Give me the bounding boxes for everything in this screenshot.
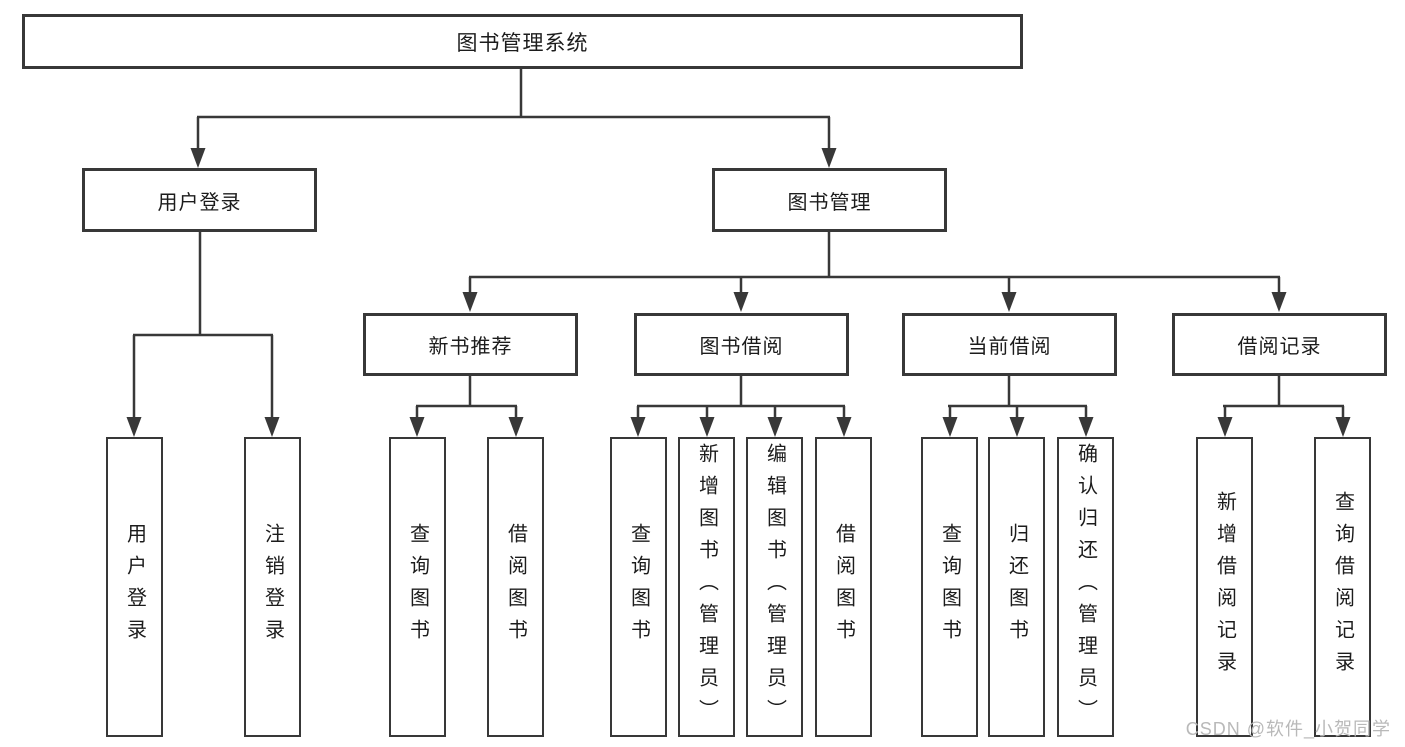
leaf-logout: 注销登录	[244, 437, 301, 737]
node-label: 新增图书（管理员）	[695, 443, 718, 731]
leaf-query-books-current: 查询图书	[921, 437, 978, 737]
leaf-confirm-return-admin: 确认归还（管理员）	[1057, 437, 1114, 737]
node-borrowing-records: 借阅记录	[1172, 313, 1387, 376]
node-book-borrowing: 图书借阅	[634, 313, 849, 376]
leaf-add-borrow-record: 新增借阅记录	[1196, 437, 1253, 737]
node-label: 新书推荐	[428, 336, 513, 358]
node-label: 用户登录	[157, 191, 242, 214]
leaf-borrow-books: 借阅图书	[815, 437, 872, 737]
leaf-edit-books-admin: 编辑图书（管理员）	[746, 437, 803, 737]
node-library-management-system: 图书管理系统	[22, 14, 1023, 69]
node-label: 新增借阅记录	[1213, 491, 1236, 683]
leaf-query-books-borrowing: 查询图书	[610, 437, 667, 737]
node-label: 借阅图书	[504, 523, 527, 651]
node-label: 查询图书	[627, 523, 650, 651]
node-label: 查询借阅记录	[1331, 491, 1354, 683]
leaf-query-books-recommend: 查询图书	[389, 437, 446, 737]
node-label: 借阅记录	[1237, 336, 1322, 358]
leaf-return-books: 归还图书	[988, 437, 1045, 737]
leaf-add-books-admin: 新增图书（管理员）	[678, 437, 735, 737]
node-label: 当前借阅	[967, 336, 1052, 358]
node-new-book-recommendation: 新书推荐	[363, 313, 578, 376]
leaf-borrow-books-recommend: 借阅图书	[487, 437, 544, 737]
node-user-login-branch: 用户登录	[82, 168, 317, 232]
leaf-user-login: 用户登录	[106, 437, 163, 737]
node-label: 图书管理	[787, 191, 872, 214]
node-label: 归还图书	[1005, 523, 1028, 651]
leaf-query-borrow-record: 查询借阅记录	[1314, 437, 1371, 737]
node-label: 查询图书	[406, 523, 429, 651]
node-label: 图书借阅	[699, 336, 784, 358]
node-label: 用户登录	[123, 523, 146, 651]
node-current-borrowing: 当前借阅	[902, 313, 1117, 376]
node-label: 查询图书	[938, 523, 961, 651]
node-label: 确认归还（管理员）	[1074, 443, 1097, 731]
node-label: 图书管理系统	[456, 31, 589, 55]
node-label: 注销登录	[261, 523, 284, 651]
node-book-management-branch: 图书管理	[712, 168, 947, 232]
node-label: 借阅图书	[832, 523, 855, 651]
node-label: 编辑图书（管理员）	[763, 443, 786, 731]
